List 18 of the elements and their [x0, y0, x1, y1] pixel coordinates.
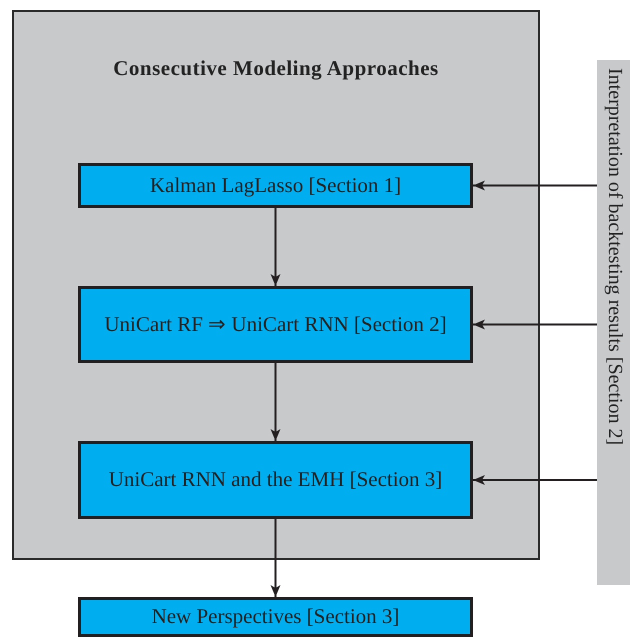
arrow — [270, 519, 280, 597]
band-label: Interpretation of backtesting results [Section 2] — [603, 68, 626, 446]
box-label: Kalman LagLasso [Section 1] — [150, 172, 402, 199]
process-box — [78, 163, 473, 208]
process-box — [78, 597, 473, 637]
side-band — [597, 60, 630, 585]
process-box — [78, 286, 473, 363]
group-title: Consecutive Modeling Approaches — [112, 56, 440, 81]
arrow — [473, 475, 597, 485]
arrow — [473, 320, 597, 330]
arrow — [473, 180, 597, 190]
process-box — [78, 441, 473, 519]
box-label: UniCart RF ⇒ UniCart RNN [Section 2] — [104, 310, 447, 338]
arrow — [270, 208, 280, 286]
box-label: UniCart RNN and the EMH [Section 3] — [108, 466, 442, 494]
arrow — [270, 363, 280, 441]
group-panel — [12, 10, 540, 560]
box-label: New Perspectives [Section 3] — [152, 603, 400, 630]
